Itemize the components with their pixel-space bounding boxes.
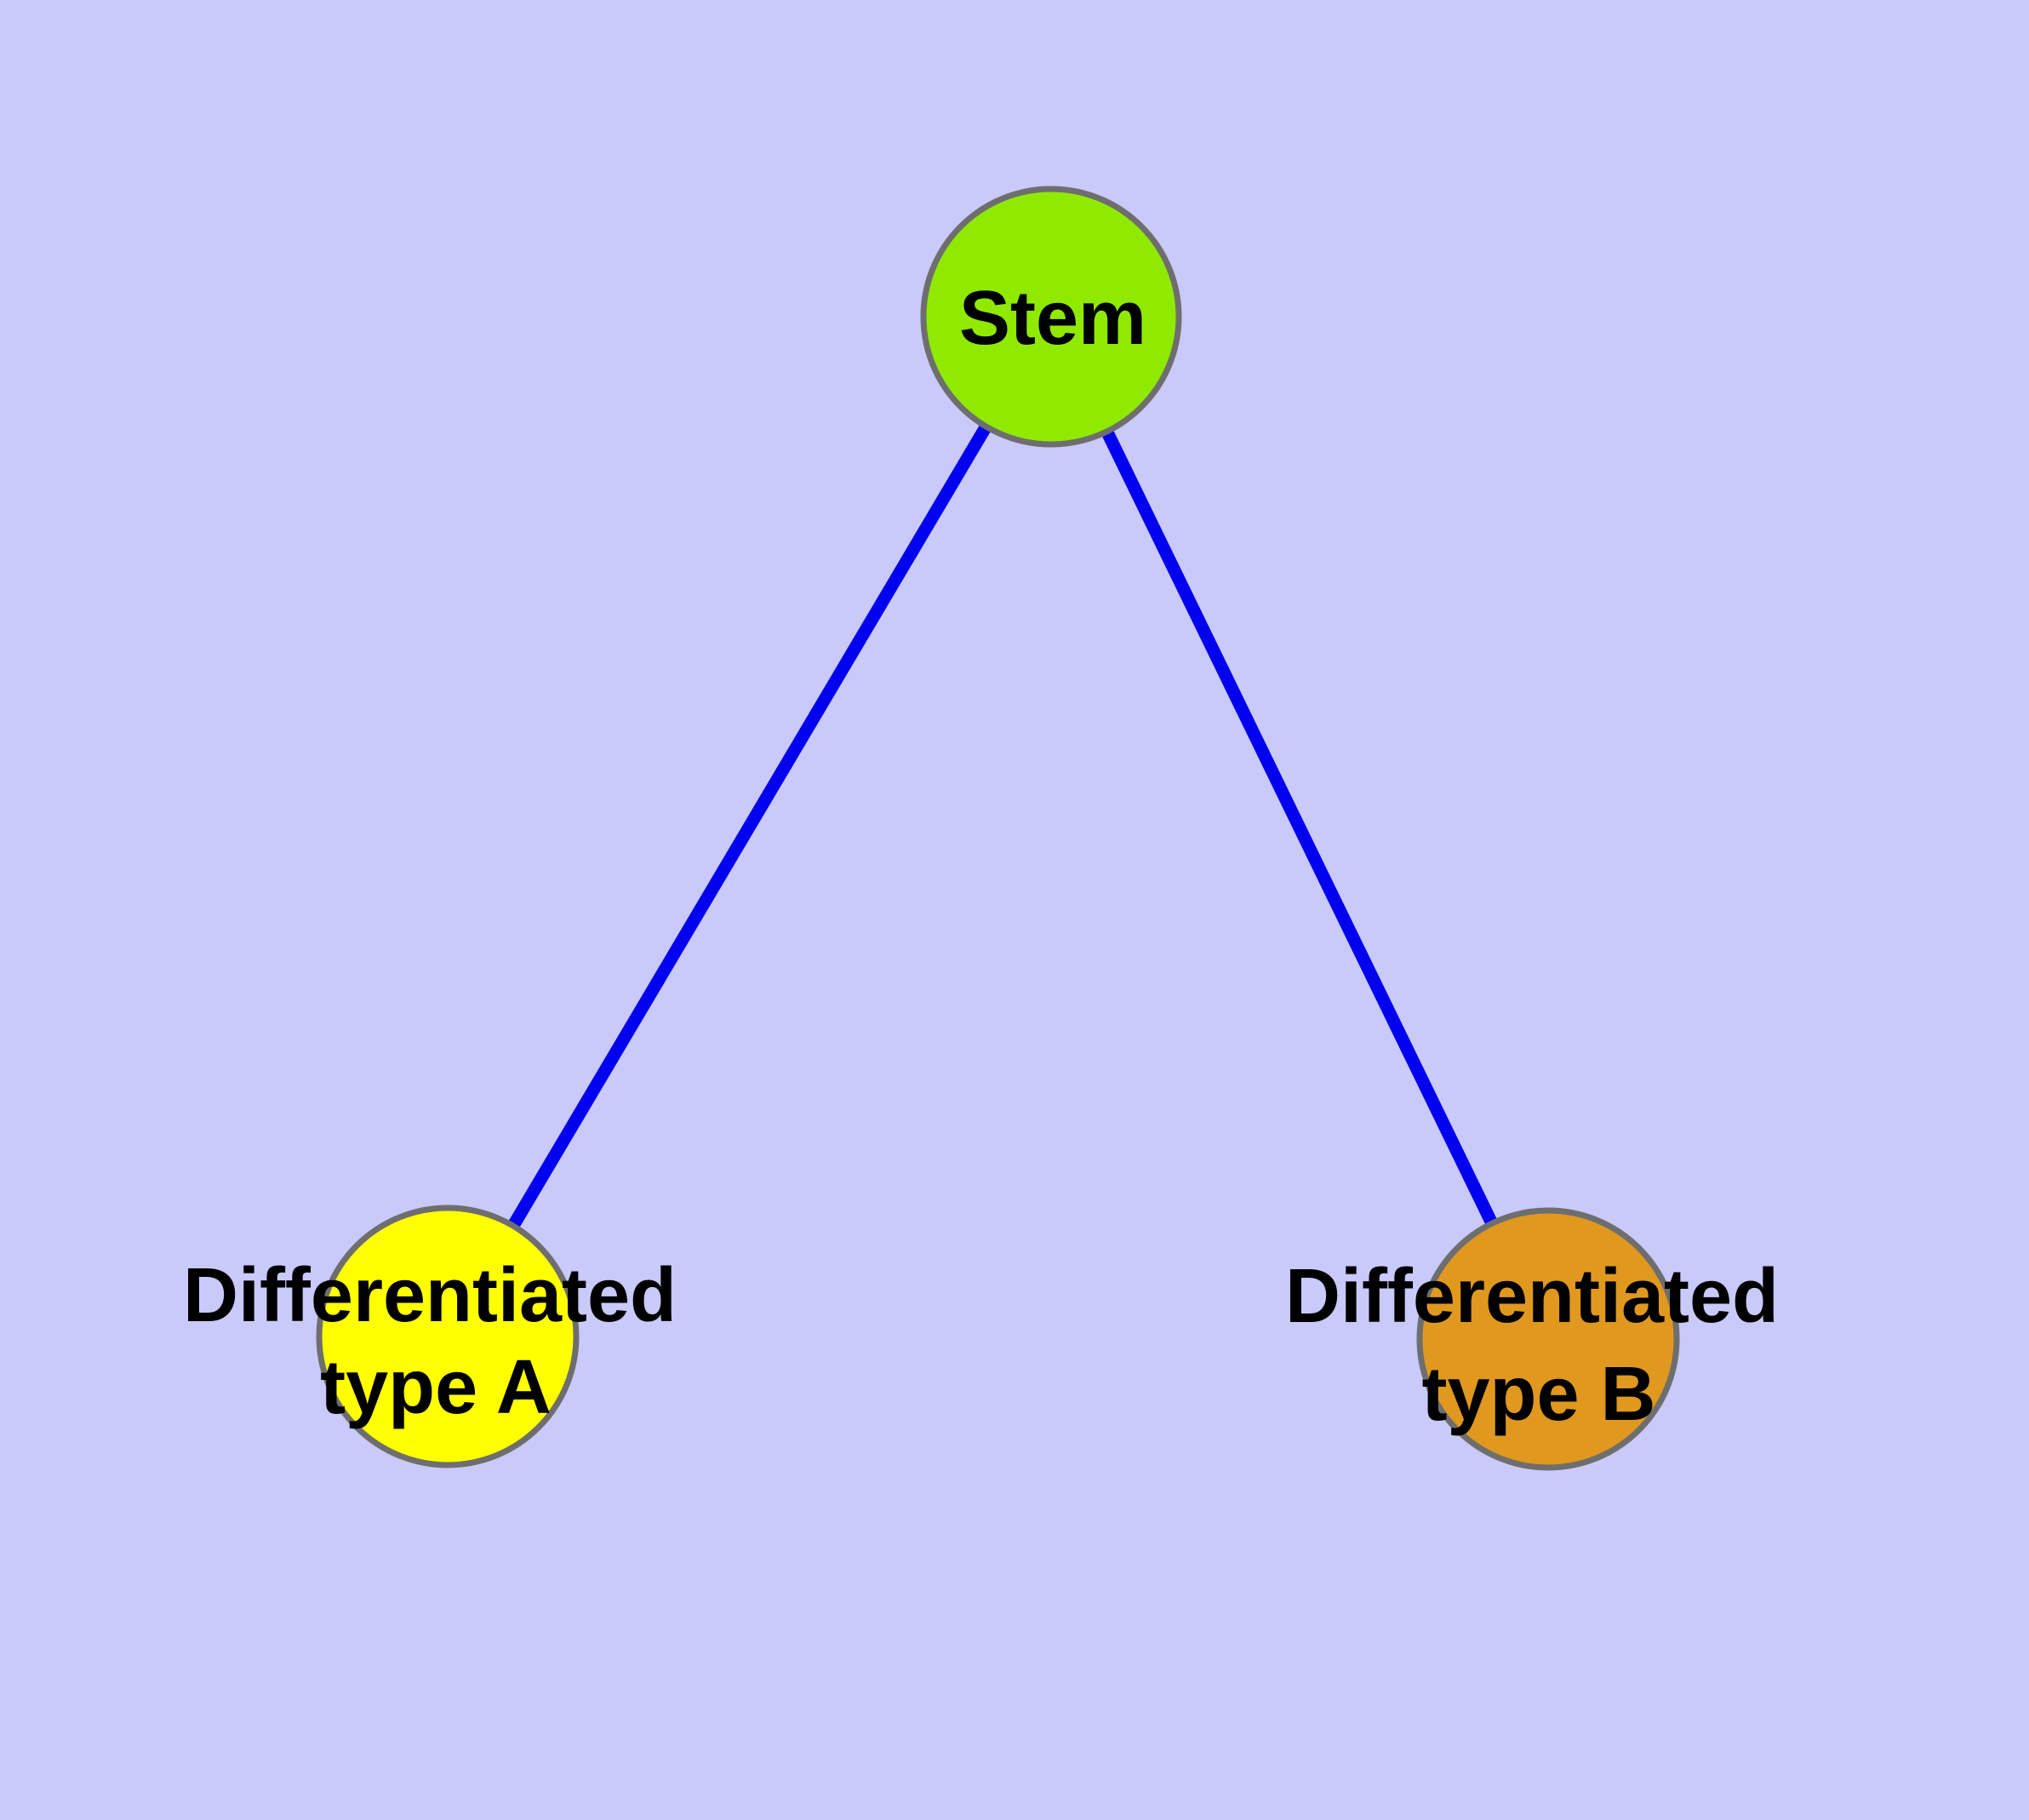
- node-stem-label: Stem: [959, 276, 1146, 361]
- node-type-b-label-line2: type B: [1421, 1352, 1655, 1437]
- node-stem-circle: [920, 186, 1182, 448]
- node-type-b-circle: [1416, 1207, 1680, 1471]
- edge-stem-to-type-b: [1045, 313, 1554, 1342]
- node-type-a-label-line2: type A: [320, 1345, 552, 1430]
- node-type-a-circle: [316, 1205, 580, 1468]
- node-type-a-label-line1: Differentiated: [183, 1253, 677, 1338]
- node-type-b-label-line1: Differentiated: [1285, 1254, 1779, 1339]
- edge-stem-to-type-a: [442, 313, 1057, 1340]
